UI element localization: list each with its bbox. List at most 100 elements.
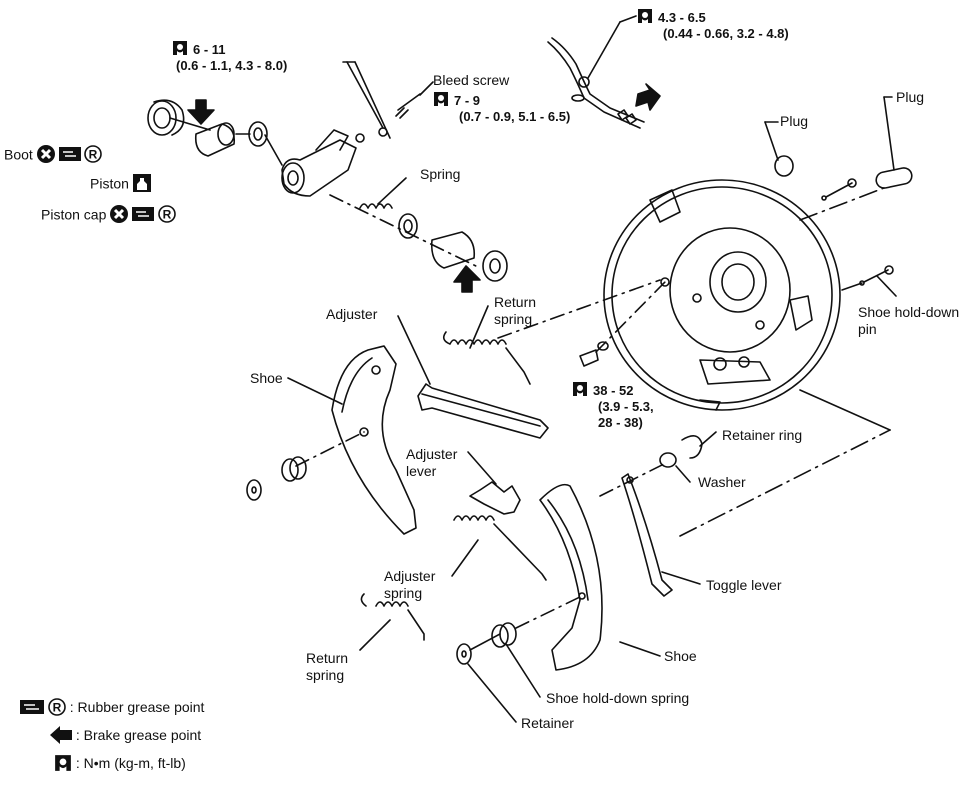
label-text: Return [494,294,537,310]
label-text: Piston cap [41,206,107,223]
rubber-grease-icon [132,207,155,225]
retainer-right-part [456,643,472,665]
torque-wrench-icon [54,754,72,775]
boot-part [147,99,185,136]
label-adjuster-lever: Adjuster lever [406,446,457,480]
torque-alt-value: (0.7 - 0.9, 5.1 - 6.5) [459,109,571,124]
legend-item-rubber-grease: R : Rubber grease point [20,698,204,719]
torque-wrench-icon [638,9,652,23]
legend-item-torque: : N•m (kg-m, ft-lb) [54,754,186,775]
piston-right-part [430,231,508,282]
label-text: Piston [90,175,129,192]
label-toggle-lever: Toggle lever [706,577,782,593]
torque-value: 6 - 11 [193,42,226,57]
shoe-right-part [539,483,603,671]
leader [169,117,211,131]
brake-fluid-icon [132,174,151,196]
shoe-left-part [331,345,417,535]
plug-part [875,167,913,189]
grease-arrow-icon [453,265,481,293]
label-retainer-ring: Retainer ring [722,427,803,443]
bolt-part [579,349,599,367]
label-text: lever [406,463,437,479]
label-text: Shoe hold-down [858,304,960,320]
torque-wrench-icon [434,92,448,106]
rubber-grease-icon [58,147,81,165]
adjuster-spring-part [453,515,547,581]
svg-text:R: R [163,208,172,222]
label-adjuster-spring: Adjuster spring [384,568,435,602]
torque-alt-value: (0.6 - 1.1, 4.3 - 8.0) [176,58,288,73]
wheel-cylinder-part [281,127,388,197]
label-shoe: Shoe [664,648,697,664]
label-washer: Washer [698,474,746,490]
label-text: spring [384,585,423,601]
rubber-grease-icon [20,700,44,717]
grease-arrow-icon [635,83,661,111]
label-piston: Piston [90,174,151,196]
washer-part [659,452,677,468]
retainer-left-part [246,479,262,501]
svg-text:R: R [53,701,62,715]
label-shoe-hold-down-spring: Shoe hold-down spring [546,690,690,706]
brake-grease-arrow-icon [50,726,72,747]
torque-wrench-icon [173,41,187,55]
torque-wheel-cylinder: 6 - 11 (0.6 - 1.1, 4.3 - 8.0) [172,40,287,74]
brake-line-part [547,37,645,129]
label-bleed-screw: Bleed screw [433,72,510,88]
label-shoe-hold-down-pin: Shoe hold-down pin [858,304,959,338]
hold-down-spring-right-part [491,622,517,648]
hold-down-pin-part [863,269,889,283]
label-boot: Boot R [4,145,103,167]
label-text: Adjuster [406,446,458,462]
retainer-ring-part [681,435,703,459]
rubber-r-icon: R [84,145,103,167]
legend-text: : Brake grease point [75,727,202,744]
rubber-r-icon: R [48,698,66,719]
torque-backing-plate: 38 - 52 (3.9 - 5.3, 28 - 38) [572,381,654,431]
torque-bleed-screw: 7 - 9 (0.7 - 0.9, 5.1 - 6.5) [433,91,570,125]
label-piston-cap: Piston cap R [41,205,176,227]
label-text: spring [494,311,533,327]
torque-value: 4.3 - 6.5 [658,10,706,25]
torque-alt-value: 28 - 38) [598,415,643,430]
adjuster-lever-part [469,481,521,515]
grease-arrow-icon [187,99,215,125]
label-text: Adjuster [384,568,436,584]
torque-brake-line: 4.3 - 6.5 (0.44 - 0.66, 3.2 - 4.8) [637,8,789,42]
piston-cap-part [248,121,268,147]
spring-part [359,203,393,209]
hold-down-pin-part [825,182,853,198]
label-text: spring [306,667,345,683]
torque-wrench-icon [573,382,587,396]
label-plug: Plug [896,89,925,105]
label-return-spring: Return spring [494,294,536,328]
torque-value: 7 - 9 [454,93,481,108]
label-retainer: Retainer [521,715,574,731]
do-not-reuse-icon [110,205,129,227]
toggle-lever-part [621,473,673,597]
label-text: Return [306,650,349,666]
torque-value: 38 - 52 [593,383,634,398]
legend-item-brake-grease: : Brake grease point [50,726,201,747]
legend-text: : Rubber grease point [69,699,205,716]
return-spring-part [442,331,531,385]
label-adjuster: Adjuster [326,306,378,322]
label-text: pin [858,321,877,337]
label-shoe: Shoe [250,370,283,386]
bleed-screw-part [395,93,421,119]
torque-alt-value: (3.9 - 5.3, [598,399,654,414]
cup-part [398,213,418,239]
return-spring-part [360,593,425,641]
label-return-spring: Return spring [306,650,348,684]
adjuster-part [417,383,549,439]
plug-part [774,155,794,177]
hold-down-spring-left-part [281,456,307,482]
svg-text:R: R [89,148,98,162]
label-spring: Spring [420,166,461,182]
label-plug: Plug [780,113,809,129]
label-text: Boot [4,146,33,163]
legend-text: : N•m (kg-m, ft-lb) [75,755,186,772]
torque-alt-value: (0.44 - 0.66, 3.2 - 4.8) [663,26,789,41]
